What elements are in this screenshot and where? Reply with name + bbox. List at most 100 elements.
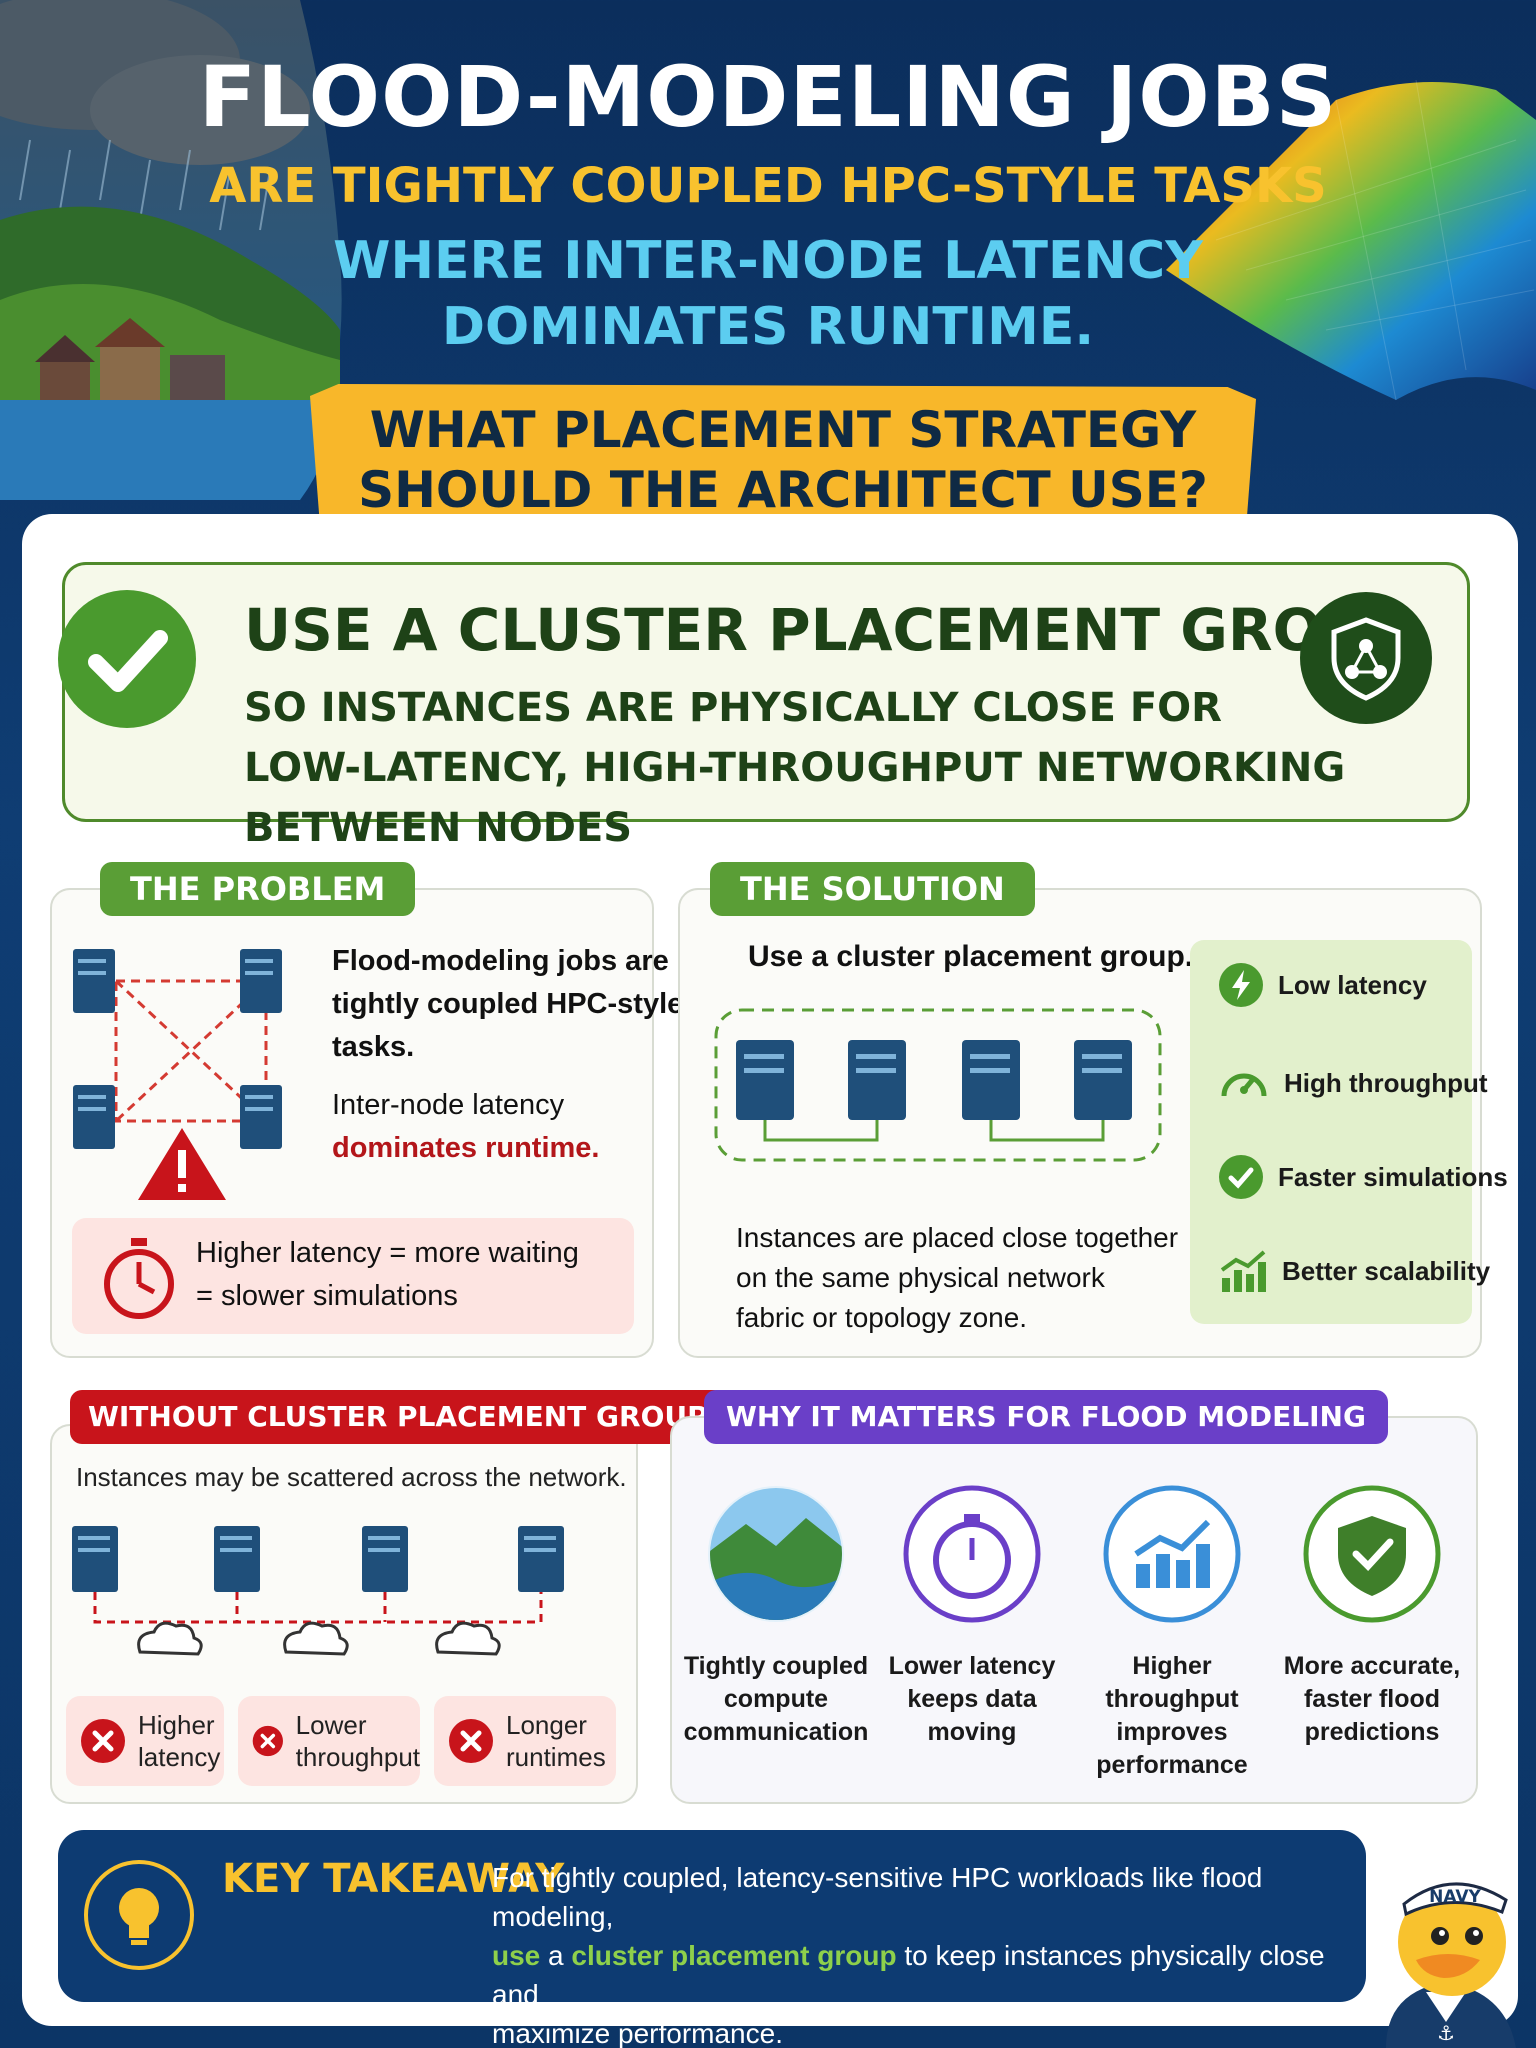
takeaway-use: use [492, 1940, 541, 1971]
why-label-line-3: predictions [1304, 1718, 1440, 1746]
problem-text: Flood-modeling jobs are tightly coupled … [332, 940, 683, 1069]
solution-desc-line-2: on the same physical network [736, 1262, 1105, 1293]
benefit-label: High throughput [1284, 1067, 1488, 1098]
key-takeaway-label: KEY TAKEAWAY [222, 1856, 565, 1902]
why-label-line-1: Higher [1132, 1652, 1212, 1680]
answer-line-2: LOW-LATENCY, HIGH-THROUGHPUT NETWORKING … [244, 745, 1346, 851]
cloud-icon [137, 1621, 501, 1656]
question-line-1: WHAT PLACEMENT STRATEGY [369, 401, 1197, 459]
takeaway-line-2: use a cluster placement group to keep in… [492, 1936, 1342, 2014]
why-label-line-3: communication [683, 1718, 869, 1746]
takeaway-highlight: cluster placement group [571, 1940, 897, 1971]
server-icon [73, 949, 282, 1149]
takeaway-line-1: For tightly coupled, latency-sensitive H… [492, 1862, 1263, 1932]
solution-desc-line-1: Instances are placed close together [736, 1222, 1179, 1253]
latency-note: Higher latency = more waiting = slower s… [196, 1232, 579, 1318]
chip-text-line-2: latency [138, 1742, 221, 1772]
lightning-icon [1219, 963, 1263, 1007]
key-takeaway-box [58, 1830, 1366, 2002]
main-title: FLOOD-MODELING JOBS [198, 48, 1338, 146]
warning-icon [138, 1128, 226, 1200]
benefit-label: Better scalability [1282, 1255, 1491, 1286]
benefit-faster-simulations: Faster simulations [1218, 1154, 1508, 1200]
coupled-servers-diagram [73, 949, 282, 1149]
why-label-line-1: Lower latency [888, 1652, 1056, 1680]
latency-note-box [72, 1218, 634, 1334]
terrain-heatmap-illustration [1166, 79, 1536, 401]
why-label-line-2: keeps data [907, 1685, 1037, 1713]
problem-latency-text: Inter-node latency dominates runtime. [332, 1084, 600, 1170]
stopwatch-icon [104, 1238, 174, 1319]
solution-tag: THE SOLUTION [710, 862, 1035, 916]
problem-tag: THE PROBLEM [100, 862, 416, 916]
flood-village-illustration [0, 0, 342, 500]
answer-title: USE A CLUSTER PLACEMENT GROUP [244, 596, 1412, 664]
stopwatch-icon [903, 1485, 1041, 1623]
landscape-icon [708, 1486, 844, 1622]
problem-text-line-2: tightly coupled HPC-style [332, 988, 684, 1020]
benefit-label: Faster simulations [1278, 1161, 1508, 1192]
sailor-duck-mascot: ⚓ NAVY [1386, 1882, 1516, 2048]
benefit-high-throughput: High throughput [1218, 1060, 1488, 1106]
chip-text-line-2: runtimes [506, 1742, 606, 1772]
without-text: Instances may be scattered across the ne… [76, 1462, 627, 1492]
takeaway-a: a [540, 1940, 572, 1971]
close-icon [81, 1719, 125, 1763]
anchor-icon: ⚓ [1437, 2021, 1455, 2045]
subtitle-latency-line-2: DOMINATES RUNTIME. [441, 297, 1095, 357]
chip-text-line-1: Lower [295, 1710, 367, 1740]
takeaway-line-3: maximize performance. [492, 2018, 783, 2048]
server-icon [736, 1040, 1132, 1120]
solution-description: Instances are placed close together on t… [736, 1218, 1178, 1338]
question-banner: WHAT PLACEMENT STRATEGY SHOULD THE ARCHI… [310, 384, 1256, 534]
lightbulb-icon [84, 1860, 194, 1970]
problem-latency-line: Inter-node latency [332, 1089, 565, 1121]
solution-desc-line-3: fabric or topology zone. [736, 1302, 1028, 1333]
why-label: Tightly coupled compute communication [676, 1650, 876, 1749]
scattered-servers-diagram [72, 1526, 564, 1656]
network-shield-icon [1300, 592, 1432, 724]
chip-text-line-2: throughput [295, 1742, 420, 1772]
why-label: Lower latency keeps data moving [872, 1650, 1072, 1749]
shield-check-icon [1303, 1485, 1441, 1623]
latency-note-line-2: = slower simulations [196, 1280, 458, 1312]
subtitle-coupled: ARE TIGHTLY COUPLED HPC-STYLE TASKS [209, 158, 1327, 214]
without-tag: WITHOUT CLUSTER PLACEMENT GROUP [70, 1390, 726, 1444]
chip-text-line-1: Longer [506, 1710, 587, 1740]
why-label-line-1: Tightly coupled [683, 1652, 869, 1680]
check-icon [58, 590, 196, 728]
close-icon [252, 1725, 283, 1757]
problem-runtime-highlight: dominates runtime. [332, 1132, 600, 1164]
question-line-2: SHOULD THE ARCHITECT USE? [358, 461, 1208, 519]
key-takeaway-text: For tightly coupled, latency-sensitive H… [492, 1858, 1342, 2048]
benefit-low-latency: Low latency [1218, 962, 1427, 1008]
subtitle-latency-line-1: WHERE INTER-NODE LATENCY [333, 231, 1203, 291]
why-tag: WHY IT MATTERS FOR FLOOD MODELING [704, 1390, 1388, 1444]
answer-box [62, 562, 1470, 822]
why-label-line-2: compute [723, 1685, 829, 1713]
growth-chart-icon [1103, 1485, 1241, 1623]
why-label-line-3: moving [927, 1718, 1017, 1746]
takeaway-rest: to keep instances physically close and [492, 1940, 1325, 2010]
close-icon [449, 1719, 493, 1763]
check-icon [1219, 1155, 1263, 1199]
cluster-group-diagram [714, 1008, 1162, 1162]
problem-text-line-1: Flood-modeling jobs are [332, 945, 669, 977]
latency-note-line-1: Higher latency = more waiting [196, 1237, 579, 1269]
benefit-better-scalability: Better scalability [1218, 1248, 1490, 1294]
problem-text-line-3: tasks. [332, 1031, 415, 1063]
answer-subtitle: SO INSTANCES ARE PHYSICALLY CLOSE FOR LO… [244, 678, 1536, 858]
why-label-line-2: throughput [1105, 1685, 1239, 1713]
why-label-line-1: More accurate, [1283, 1652, 1461, 1680]
why-label-line-4: performance [1096, 1751, 1248, 1779]
benefit-label: Low latency [1278, 969, 1427, 1000]
gauge-icon [1221, 1073, 1267, 1097]
subtitle-latency: WHERE INTER-NODE LATENCY DOMINATES RUNTI… [0, 228, 1536, 360]
